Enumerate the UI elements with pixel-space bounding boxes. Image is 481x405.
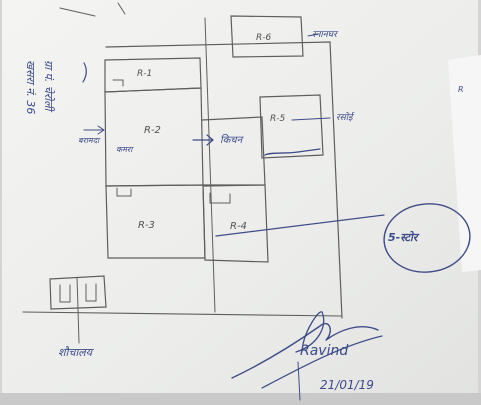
circled-label: 5-स्टोर <box>383 203 471 273</box>
room-r2-side-label: बरामदा <box>78 136 101 145</box>
room-r2-sublabel: कमरा <box>116 145 134 154</box>
r5-side-note: रसोई <box>336 111 356 123</box>
address-line-1: ग्रा पं. चेरोली <box>42 60 55 113</box>
room-r6-label: R-6 <box>256 33 272 43</box>
signature-text: Ravind <box>300 343 348 359</box>
toilet-block: शौचालय <box>49 275 107 359</box>
room-r2-label: R-2 <box>144 125 161 136</box>
address-mark <box>82 62 87 83</box>
pointer-line <box>215 214 385 237</box>
paper-fold <box>448 55 481 272</box>
room-r6: R-6 <box>230 15 304 58</box>
room-r4-label: R-4 <box>230 221 247 232</box>
circled-label-text: 5-स्टोर <box>388 230 420 244</box>
address-line-2: खसरा नं. 36 <box>24 60 37 114</box>
plot-outline <box>22 17 343 319</box>
paper-sheet <box>2 0 478 393</box>
toilet-label: शौचालय <box>58 346 95 359</box>
signature-date: 21/01/19 <box>320 378 374 392</box>
signature: Ravind 21/01/19 <box>231 311 383 401</box>
room-r1-label: R-1 <box>137 69 152 79</box>
bottom-shadow <box>0 393 481 405</box>
room-r3-label: R-3 <box>138 220 155 231</box>
room-r5-label: R-5 <box>270 114 286 124</box>
kitchen-label: किचन <box>220 134 245 146</box>
r6-side-note: स्नानघर <box>312 30 339 40</box>
address-note: ग्रा पं. चेरोली खसरा नं. 36 <box>24 60 55 114</box>
edge-note: R <box>458 85 464 94</box>
room-r4: R-4 <box>202 184 269 263</box>
room-r5: R-5 रसोई <box>259 94 356 159</box>
